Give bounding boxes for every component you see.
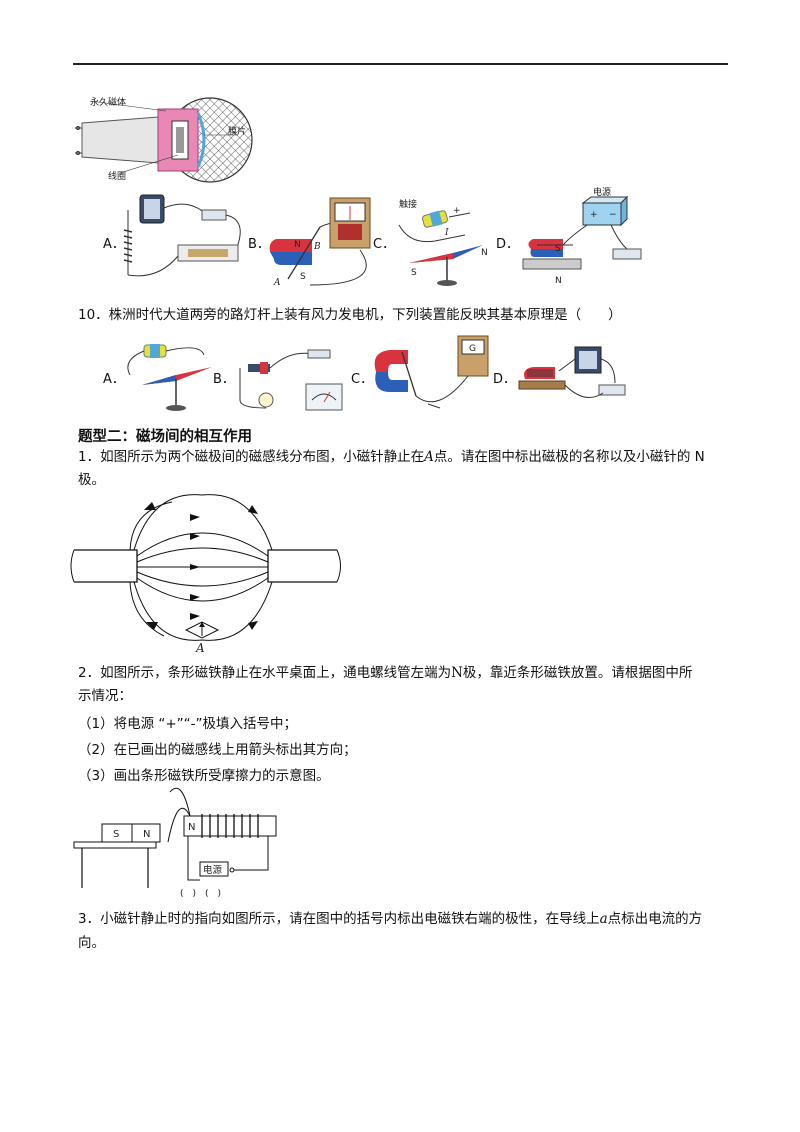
label-c-contact: 触接 [399, 198, 417, 210]
q1-field-lines-figure: A [70, 494, 341, 655]
label-d-n: N [555, 276, 562, 286]
q3-line2: 向。 [78, 935, 105, 951]
label-c-s: S [411, 268, 417, 278]
label-c-n: N [481, 248, 488, 258]
label-d-plus: + [590, 210, 598, 220]
q9-option-b: B． [248, 237, 270, 252]
label-c-i: I [444, 228, 449, 238]
q10-option-d: D． [493, 372, 517, 387]
q2-sub2: （2）在已画出的磁感线上用箭头标出其方向； [78, 742, 357, 758]
label-d-power: 电源 [593, 186, 611, 198]
q10-figure-c-generator: G [374, 335, 489, 409]
q9-option-d: D． [496, 237, 520, 252]
q10-option-a: A． [103, 372, 125, 387]
label-b-a: A [273, 278, 281, 288]
q1-figure-label-a: A [195, 641, 205, 655]
section2-heading: 题型二：磁场间的相互作用 [78, 429, 252, 445]
q3-line1: 3．小磁针静止时的指向如图所示，请在图中的括号内标出电磁铁右端的极性，在导线上a… [78, 909, 702, 929]
q2-line1-end: 极，靠近条形磁铁放置。请根据图中所 [462, 665, 693, 681]
microphone-figure: 永久磁体 膜片 线圈 [75, 96, 253, 183]
q9-figure-c-compass: 触接 + I S N [398, 198, 488, 286]
q1-line2: 极。 [78, 472, 105, 488]
label-b-s: S [300, 272, 306, 282]
q2-figure: S N N 电源 ( ) ( ) [73, 787, 277, 899]
label-q10-g: G [469, 344, 476, 354]
q10-text: 10．株洲时代大道两旁的路灯杆上装有风力发电机，下列装置能反映其基本原理是（ ） [78, 307, 622, 323]
label-diaphragm: 膜片 [228, 125, 246, 137]
q10-option-c: C． [351, 372, 374, 387]
q9-option-a: A． [103, 237, 125, 252]
q1-line1-start: 1．如图所示为两个磁极间的磁感线分布图，小磁针静止在 [78, 449, 425, 465]
q3-line1-end: 点标出电流的方 [607, 911, 703, 927]
q2-coil-n: N [188, 822, 195, 833]
q10-figure-b-circuit [239, 349, 343, 411]
q1-line1-end: 点。请在图中标出磁极的名称以及小磁针的 N [433, 449, 705, 465]
header-rule [73, 63, 728, 65]
label-b-n: N [294, 240, 301, 250]
label-c-plus: + [453, 206, 461, 216]
q1-line1: 1．如图所示为两个磁极间的磁感线分布图，小磁针静止在A点。请在图中标出磁极的名称… [78, 447, 705, 467]
q2-magnet-n: N [143, 829, 150, 840]
q10-figure-d-motor [518, 346, 626, 398]
q3-line1-start: 3．小磁针静止时的指向如图所示，请在图中的括号内标出电磁铁右端的极性，在导线上 [78, 911, 600, 927]
q2-magnet-s: S [113, 829, 119, 840]
q2-power-label: 电源 [203, 864, 223, 876]
q2-n: N [451, 665, 463, 681]
q9-figure-b-meter [329, 197, 371, 249]
label-b-b: B [313, 242, 321, 252]
q2-brackets: ( ) ( ) [180, 889, 221, 899]
q9-figure-b-moving-conductor: N B A S [269, 221, 355, 288]
label-d-minus: − [609, 210, 617, 220]
q9-option-c: C． [373, 237, 396, 252]
q9-figure-d-motor-circuit: 电源 + − S N [522, 186, 642, 286]
q2-line1-start: 2．如图所示，条形磁铁静止在水平桌面上，通电螺线管左端为 [78, 665, 452, 681]
q9-figure-b-wire [309, 249, 367, 286]
q2-sub3: （3）画出条形磁铁所受摩擦力的示意图。 [78, 768, 330, 784]
q10-option-b: B． [213, 372, 235, 387]
q10-figure-a-compass [127, 344, 212, 411]
label-d-s: S [555, 244, 561, 254]
q3-point-a: a [599, 911, 608, 927]
label-magnet: 永久磁体 [90, 96, 126, 108]
q2-sub1: （1）将电源 “+”“-”极填入括号中； [78, 716, 298, 732]
q2-line1: 2．如图所示，条形磁铁静止在水平桌面上，通电螺线管左端为N极，靠近条形磁铁放置。… [78, 663, 692, 683]
q1-point-a: A [424, 449, 434, 465]
label-coil: 线圈 [108, 170, 126, 182]
q9-figure-a-electromagnet-circuit [123, 194, 241, 277]
q2-line2: 示情况： [78, 688, 132, 704]
